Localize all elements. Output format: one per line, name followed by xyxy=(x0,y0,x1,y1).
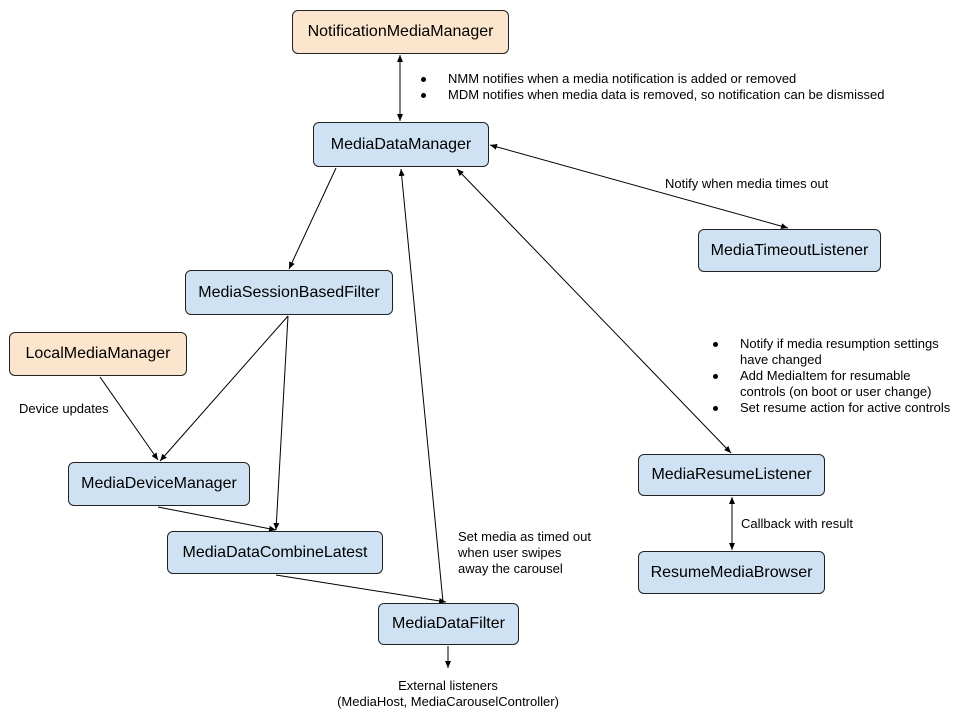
edge-sessionfilter-combine xyxy=(273,315,289,531)
node-media-data-manager: MediaDataManager xyxy=(313,122,489,167)
resume-notes: Notify if media resumption settings have… xyxy=(708,336,958,416)
external-listeners-label: External listeners (MediaHost, MediaCaro… xyxy=(300,678,596,710)
device-updates-label: Device updates xyxy=(19,401,109,416)
node-notification-media-manager: NotificationMediaManager xyxy=(292,10,509,54)
node-local-media-manager: LocalMediaManager xyxy=(9,332,187,376)
edge-localmgr-devicemgr xyxy=(99,376,159,461)
node-media-device-manager: MediaDeviceManager xyxy=(68,462,250,506)
node-media-data-filter: MediaDataFilter xyxy=(378,603,519,645)
node-media-session-based-filter: MediaSessionBasedFilter xyxy=(185,270,393,315)
external-listeners-line2: (MediaHost, MediaCarouselController) xyxy=(337,694,559,709)
timeout-note: Notify when media times out xyxy=(665,176,829,191)
edge-mdm-resume xyxy=(456,168,732,454)
swipe-note: Set media as timed out when user swipes … xyxy=(458,529,591,576)
node-media-timeout-listener: MediaTimeoutListener xyxy=(698,229,881,272)
edge-mdm-sessionfilter xyxy=(288,167,337,270)
nmm-mdm-note-item: MDM notifies when media data is removed,… xyxy=(416,87,884,103)
resume-note-item: Notify if media resumption settings have… xyxy=(708,336,958,368)
edge-datafilter-mdm xyxy=(398,168,444,603)
external-listeners-line1: External listeners xyxy=(398,678,498,693)
nmm-mdm-notes: NMM notifies when a media notification i… xyxy=(416,71,884,103)
edge-combine-datafilter xyxy=(275,574,447,604)
callback-note: Callback with result xyxy=(741,516,853,531)
node-resume-media-browser: ResumeMediaBrowser xyxy=(638,551,825,594)
edge-sessionfilter-devicemgr xyxy=(159,315,289,462)
node-media-data-combine-latest: MediaDataCombineLatest xyxy=(167,531,383,574)
resume-note-item: Add MediaItem for resumable controls (on… xyxy=(708,368,958,400)
nmm-mdm-note-item: NMM notifies when a media notification i… xyxy=(416,71,884,87)
resume-note-item: Set resume action for active controls xyxy=(708,400,958,416)
node-media-resume-listener: MediaResumeListener xyxy=(638,454,825,496)
edge-devicemgr-combine xyxy=(157,506,277,532)
